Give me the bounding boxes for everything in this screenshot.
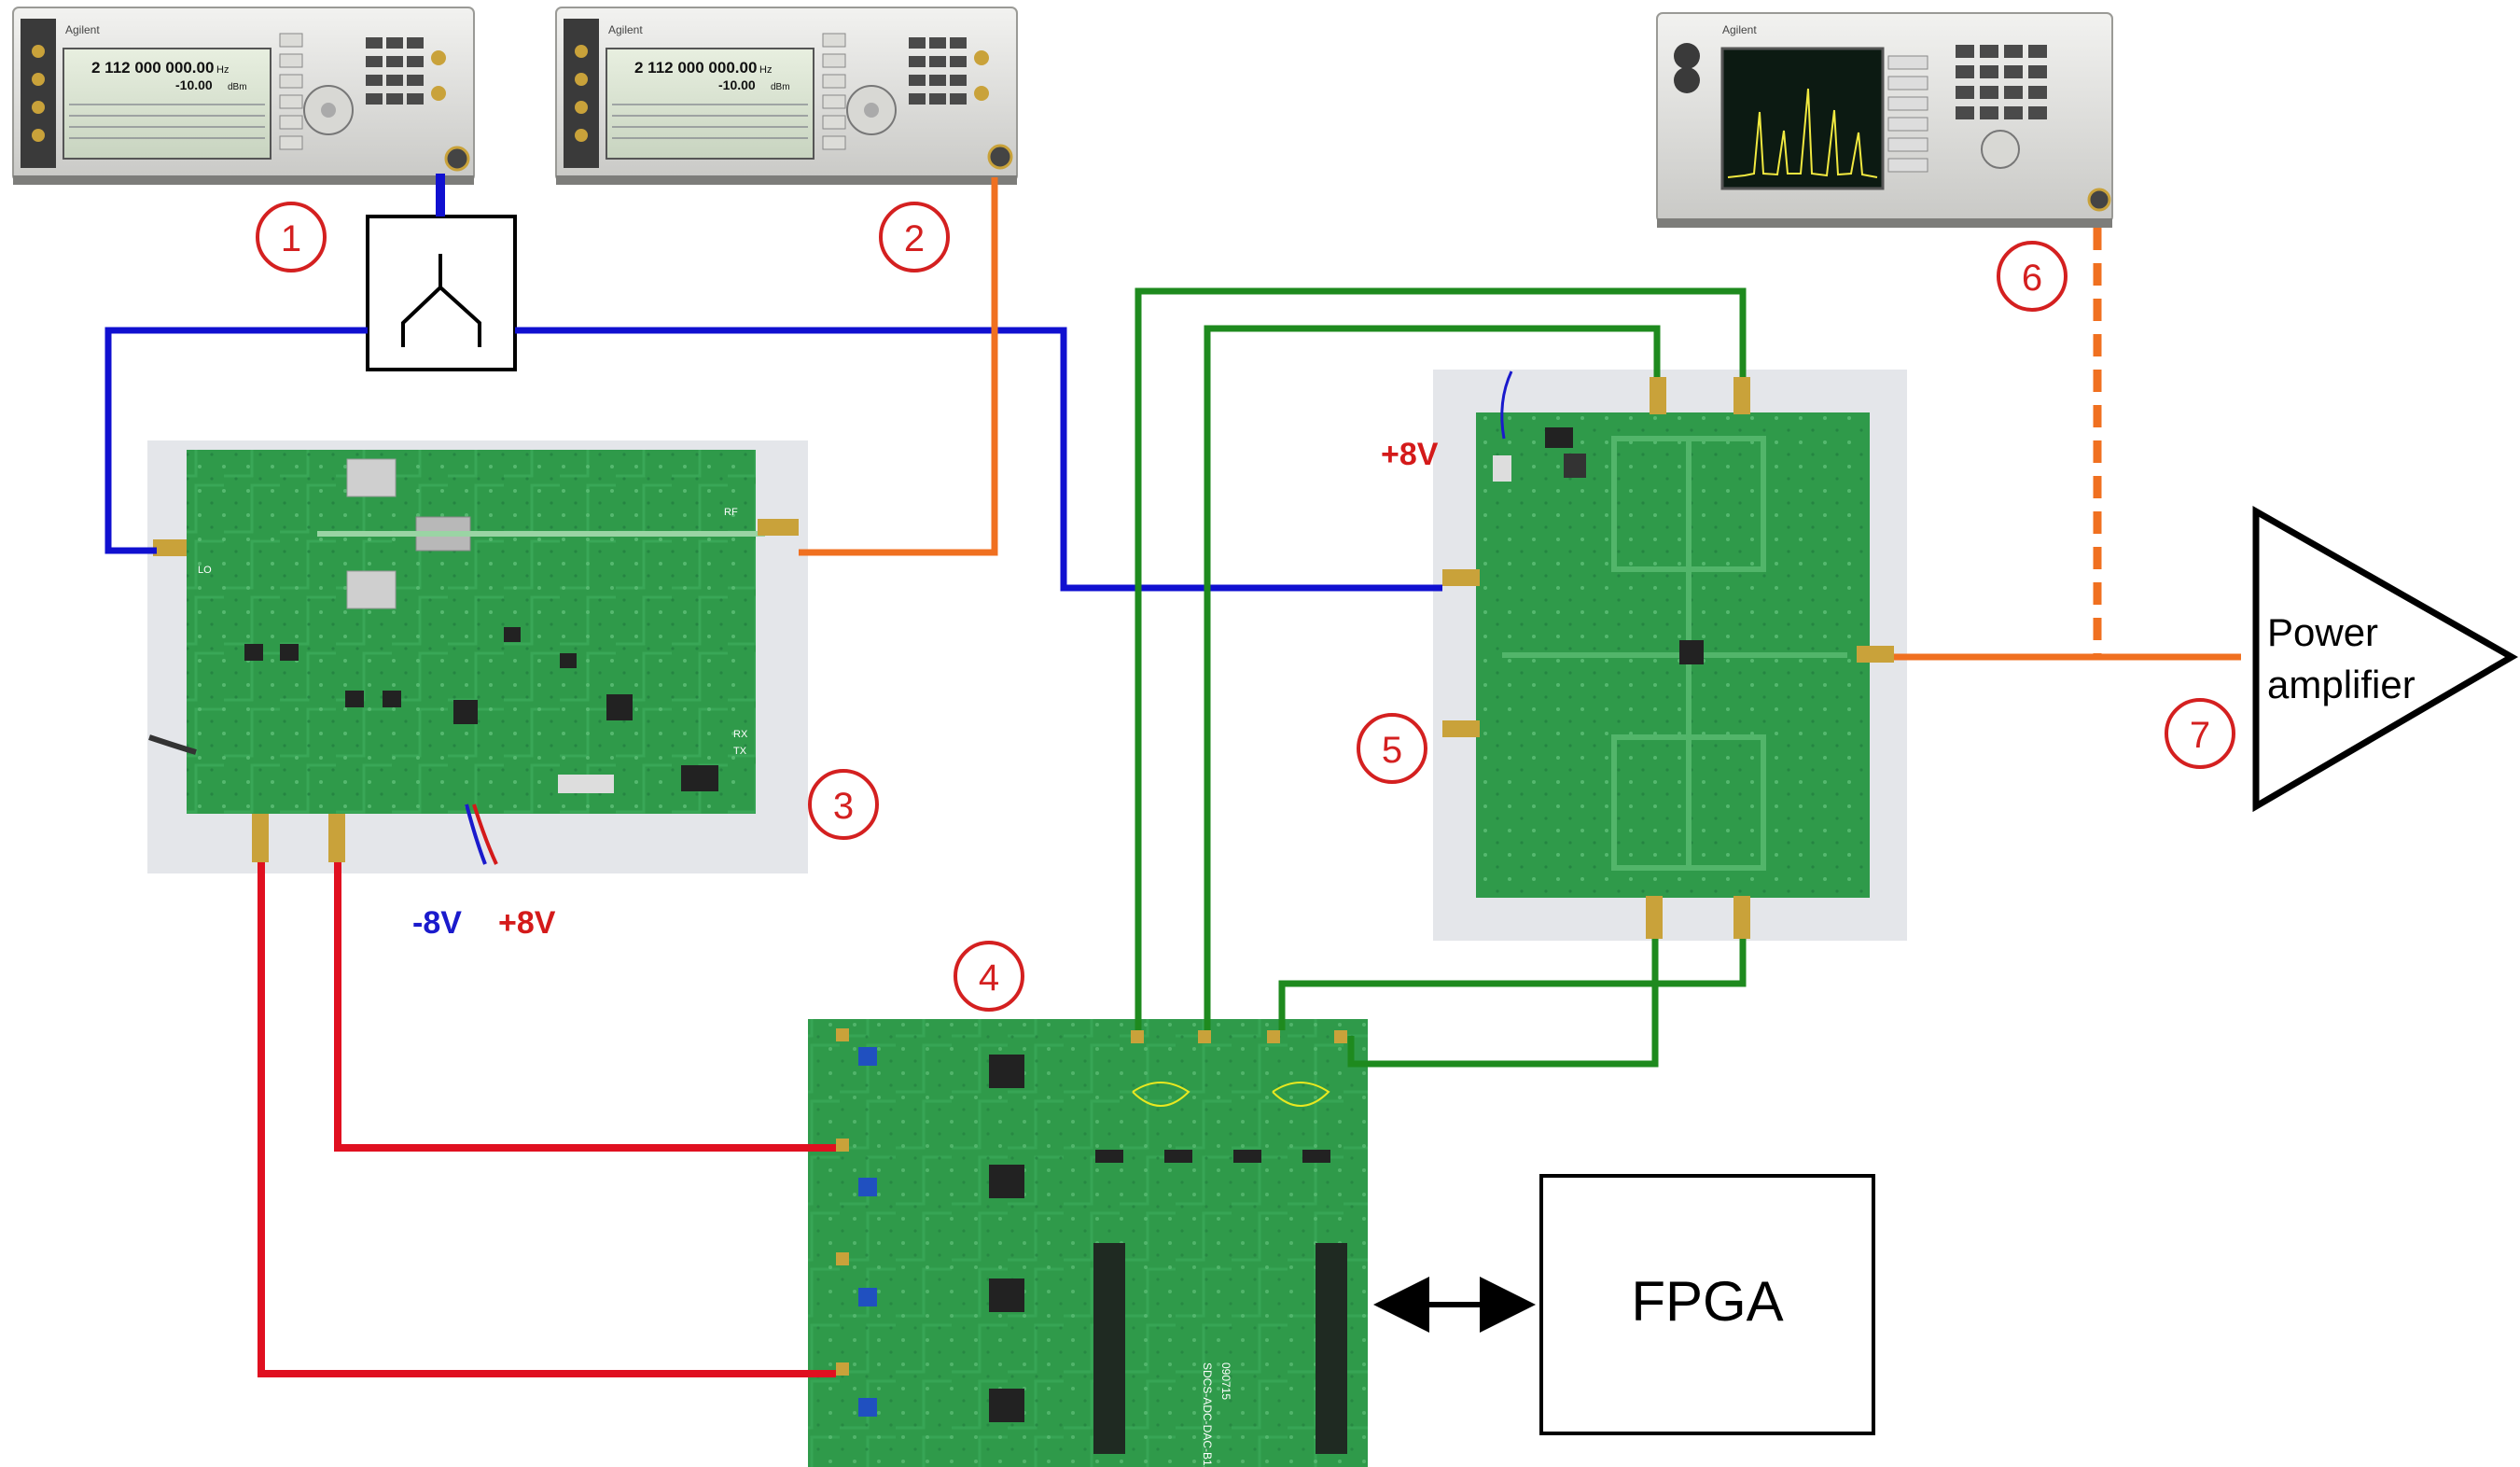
board-4-adc-dac-pcb: SDCS-ADC-DAC-B1.0 090715 bbox=[808, 1019, 1368, 1467]
marker-3-number: 3 bbox=[833, 786, 854, 827]
voltage-label-plus-8v-board5: +8V bbox=[1381, 437, 1439, 472]
marker-1-number: 1 bbox=[281, 218, 301, 259]
instrument-1-rf-output-icon bbox=[444, 146, 470, 172]
marker-4-number: 4 bbox=[979, 957, 999, 999]
board-3-silk-rx: RX bbox=[733, 729, 748, 740]
marker-7-number: 7 bbox=[2190, 715, 2210, 756]
board-4-silk-line-2: 090715 bbox=[1219, 1362, 1232, 1400]
green-wire-3 bbox=[1278, 939, 1747, 1030]
splitter-symbol-icon bbox=[401, 254, 481, 347]
fpga-label: FPGA bbox=[1631, 1270, 1783, 1333]
board-5-bottom-right-connector-icon bbox=[1733, 896, 1750, 939]
spectrum-analyzer-input-icon bbox=[2087, 188, 2111, 212]
marker-5: 5 bbox=[1357, 713, 1427, 784]
marker-6-number: 6 bbox=[2022, 258, 2042, 299]
board-3-lo-connector-icon bbox=[153, 539, 187, 556]
signal-generator-1: Agilent 2 112 000 000.00 Hz -10.00 dBm bbox=[12, 7, 475, 185]
board-4-silk-line-1: SDCS-ADC-DAC-B1.0 bbox=[1201, 1362, 1214, 1467]
red-wire-1 bbox=[334, 862, 836, 1152]
power-amplifier: Power amplifier bbox=[2252, 505, 2519, 813]
instrument-1-amplitude-unit: dBm bbox=[228, 82, 247, 92]
instrument-2-rf-output-icon bbox=[987, 144, 1013, 170]
instrument-2-brand: Agilent bbox=[608, 23, 643, 36]
instrument-1-frequency: 2 112 000 000.00 bbox=[91, 59, 214, 77]
instrument-2-amplitude: -10.00 bbox=[718, 77, 756, 92]
board-3-silk-rf: RF bbox=[724, 507, 738, 518]
red-wire-2 bbox=[258, 862, 836, 1377]
marker-2-number: 2 bbox=[904, 218, 925, 259]
instrument-2-frequency: 2 112 000 000.00 bbox=[634, 59, 757, 77]
power-amplifier-label-line2: amplifier bbox=[2267, 663, 2416, 706]
voltage-label-minus-8v: -8V bbox=[412, 905, 462, 941]
board-3-output-connector-1-icon bbox=[252, 814, 269, 862]
instrument-2-frequency-unit: Hz bbox=[759, 64, 772, 76]
instrument-2-amplitude-unit: dBm bbox=[771, 82, 790, 92]
marker-5-number: 5 bbox=[1382, 730, 1402, 771]
board-3-silk-tx: TX bbox=[733, 746, 747, 757]
board-5-left-lower-connector-icon bbox=[1442, 720, 1480, 737]
board-5-left-upper-connector-icon bbox=[1442, 569, 1480, 586]
marker-7: 7 bbox=[2165, 698, 2235, 769]
marker-1: 1 bbox=[256, 202, 327, 272]
instrument-1-amplitude: -10.00 bbox=[175, 77, 213, 92]
instrument-2-screen bbox=[606, 48, 814, 160]
blue-wire-splitter-board3 bbox=[104, 327, 368, 554]
signal-generator-2: Agilent 2 112 000 000.00 Hz -10.00 dBm bbox=[555, 7, 1018, 185]
board-5-right-connector-icon bbox=[1857, 646, 1894, 663]
board-3-rf-pcb: LO RF RX TX bbox=[147, 440, 808, 873]
blue-wire-splitter-board5 bbox=[515, 327, 1442, 592]
spectrum-analyzer-screen bbox=[1720, 47, 1885, 190]
board-5-top-right-connector-icon bbox=[1733, 377, 1750, 414]
green-wire-4 bbox=[1347, 939, 1659, 1068]
board-3-silk-lo: LO bbox=[198, 565, 212, 576]
green-wire-2 bbox=[1204, 325, 1661, 1030]
spectrum-trace bbox=[1727, 88, 1878, 178]
instrument-6-brand: Agilent bbox=[1722, 23, 1757, 36]
green-wire-1 bbox=[1135, 287, 1747, 1030]
orange-wire-gen2-board3 bbox=[799, 177, 998, 556]
spectrum-analyzer: Agilent bbox=[1656, 12, 2113, 228]
board-3-output-connector-2-icon bbox=[328, 814, 345, 862]
power-amplifier-label-line1: Power bbox=[2267, 610, 2378, 654]
fpga-block: FPGA bbox=[1539, 1174, 1875, 1435]
marker-3: 3 bbox=[808, 769, 879, 840]
voltage-label-plus-8v-board3: +8V bbox=[498, 905, 556, 941]
marker-4: 4 bbox=[954, 941, 1024, 1012]
board-3-rf-connector-icon bbox=[758, 519, 799, 536]
marker-2: 2 bbox=[879, 202, 950, 272]
board-5-top-left-connector-icon bbox=[1650, 377, 1666, 414]
instrument-1-screen bbox=[63, 48, 271, 160]
board-5-pcb bbox=[1433, 370, 1907, 941]
marker-6: 6 bbox=[1997, 241, 2068, 312]
instrument-1-frequency-unit: Hz bbox=[216, 64, 229, 76]
board-5-bottom-left-connector-icon bbox=[1646, 896, 1663, 939]
power-splitter bbox=[366, 215, 517, 371]
instrument-1-brand: Agilent bbox=[65, 23, 100, 36]
